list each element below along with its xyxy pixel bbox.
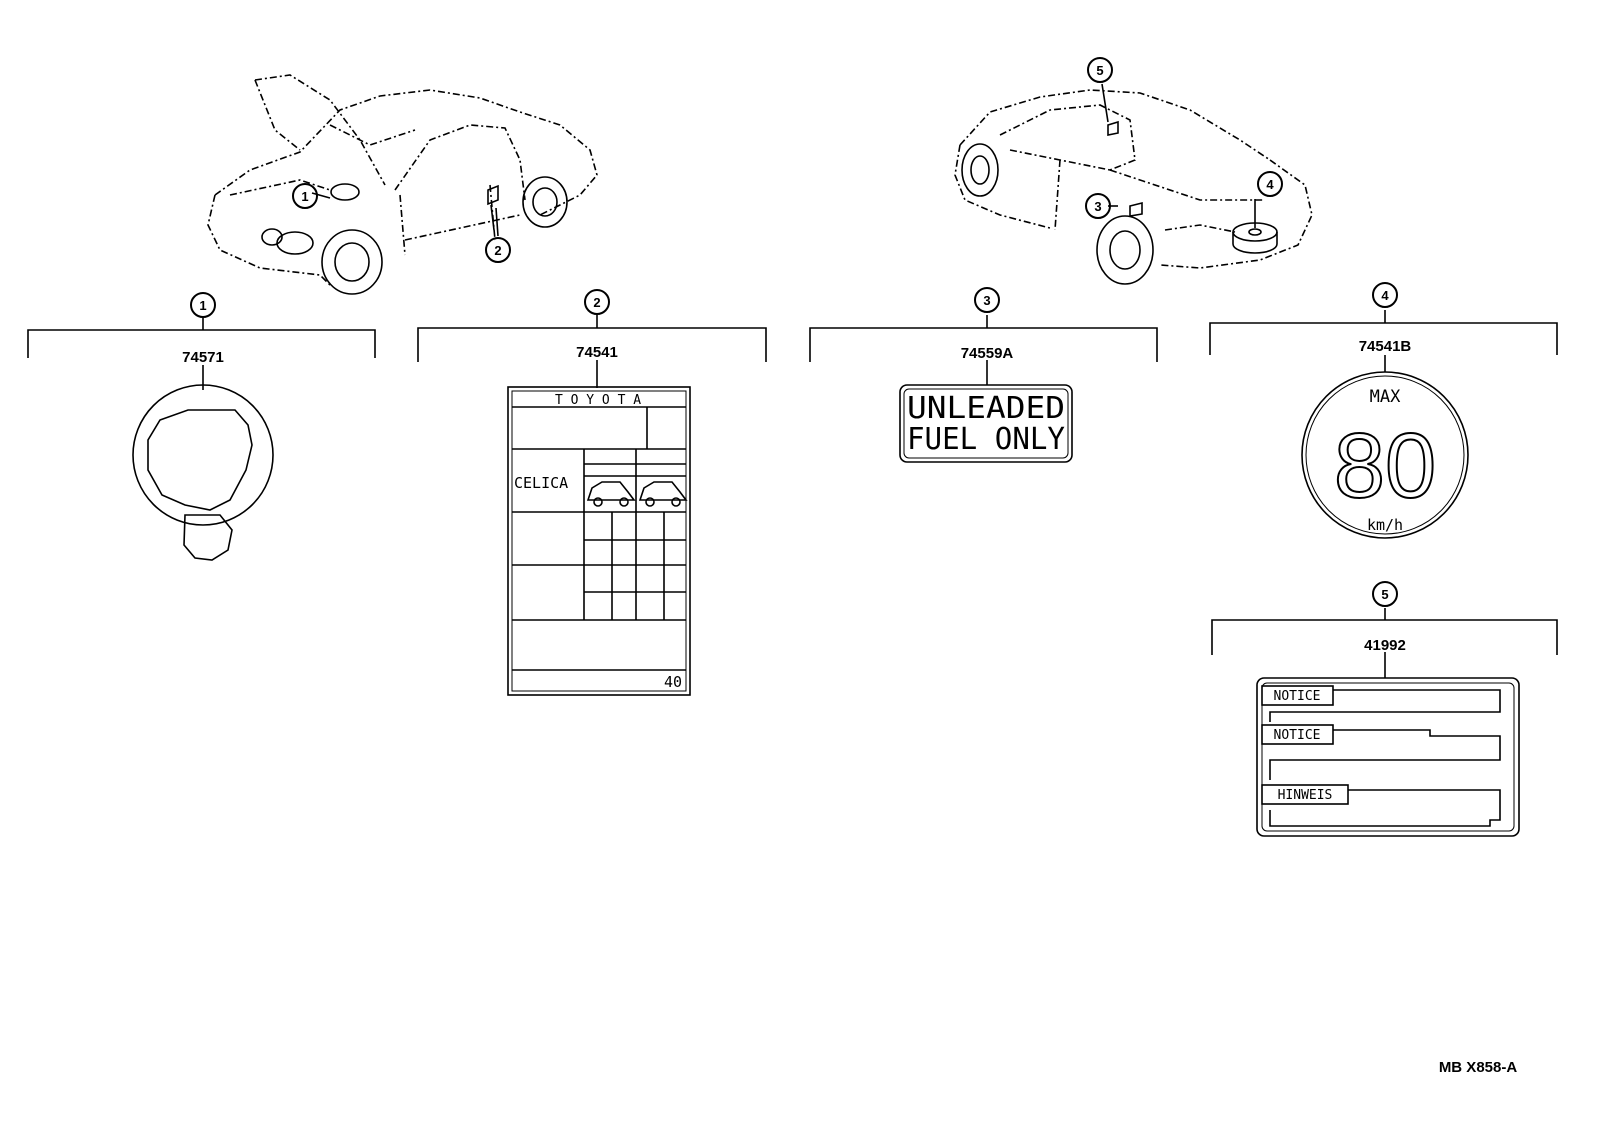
brand-text: T O Y O T A <box>555 393 641 408</box>
speed-unit-text: km/h <box>1367 516 1403 534</box>
diagram-code: MB X858-A <box>1439 1059 1518 1076</box>
callout-4-car: 4 <box>1266 177 1274 192</box>
part-number-4: 74541B <box>1359 338 1412 355</box>
callout-5-car: 5 <box>1096 63 1103 78</box>
notice-label-41992 <box>1256 677 1520 837</box>
leader-5 <box>1101 83 1109 123</box>
ring-label-74571 <box>132 384 274 561</box>
bracket-5 <box>1211 608 1558 678</box>
front-car-illustration <box>207 74 598 286</box>
model-text: CELICA <box>514 474 568 492</box>
callout-circle-4 <box>1372 282 1398 308</box>
leader-2 <box>495 207 499 237</box>
part-number-5: 41992 <box>1364 637 1406 654</box>
callout-circle-5 <box>1372 581 1398 607</box>
rear-car-wheels <box>961 120 1278 285</box>
callout-2: 2 <box>593 295 600 310</box>
part-number-2: 74541 <box>576 344 618 361</box>
callout-circle-1 <box>190 292 216 318</box>
front-car-wheels <box>261 176 568 295</box>
callout-circle-2-car <box>485 237 511 263</box>
part-number-1: 74571 <box>182 349 224 366</box>
tire-label-74541 <box>507 386 691 696</box>
callout-circle-4-car <box>1257 171 1283 197</box>
callout-circle-1-car <box>292 183 318 209</box>
fuel-line1: UNLEADED <box>907 391 1065 426</box>
bracket-4 <box>1209 310 1558 372</box>
part-number-3: 74559A <box>961 345 1014 362</box>
notice-tag-3: HINWEIS <box>1278 788 1333 803</box>
fuel-line2: FUEL ONLY <box>907 422 1065 457</box>
rear-car-illustration <box>954 89 1313 269</box>
callout-circle-2 <box>584 289 610 315</box>
callout-1: 1 <box>199 298 206 313</box>
callout-4: 4 <box>1381 288 1389 303</box>
callout-3: 3 <box>983 293 990 308</box>
callout-5: 5 <box>1381 587 1388 602</box>
callout-2-car: 2 <box>494 243 501 258</box>
bracket-2 <box>417 315 767 388</box>
callout-3-car: 3 <box>1094 199 1101 214</box>
bracket-1 <box>27 318 376 390</box>
fuel-label-74559A <box>899 384 1073 463</box>
callout-1-car: 1 <box>301 189 308 204</box>
speed-max-text: MAX <box>1370 387 1401 407</box>
notice-tag-1: NOTICE <box>1274 689 1321 704</box>
speed-value-text: 80 <box>1334 415 1436 517</box>
notice-tag-2: NOTICE <box>1274 728 1321 743</box>
callout-circle-3 <box>974 287 1000 313</box>
code-text: 40 <box>664 673 682 691</box>
callout-circle-5-car <box>1087 57 1113 83</box>
callout-circle-3-car <box>1085 193 1111 219</box>
bracket-3 <box>809 315 1158 385</box>
speed-label-74541B <box>1301 371 1469 539</box>
